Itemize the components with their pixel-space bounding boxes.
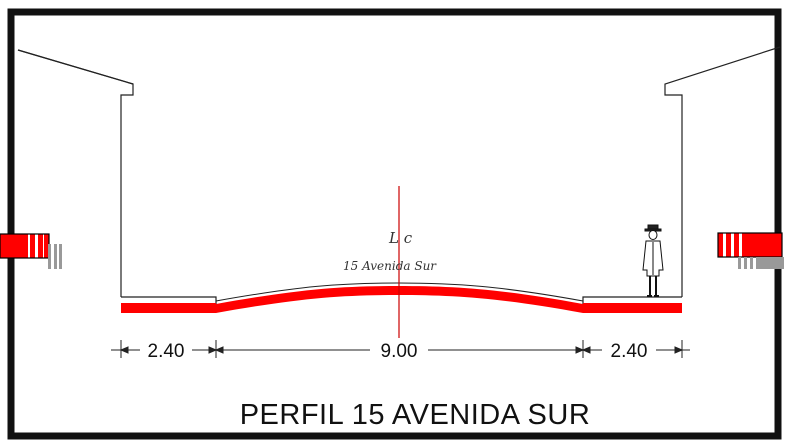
dim-left-sidewalk: 2.40 [148,341,185,362]
right-sidewalk-pavement [583,303,682,313]
right-building [664,46,781,297]
left-building [17,49,134,297]
dim-right-sidewalk: 2.40 [611,341,648,362]
dim-roadway: 9.00 [381,341,418,362]
pedestrian-icon [642,224,664,297]
roadway-top-line [215,282,584,302]
centerline-symbol: L c [388,229,413,247]
left-sidewalk-pavement [121,303,216,313]
roadway-pavement [216,286,583,313]
centerline-street-name: 15 Avenida Sur [343,259,437,273]
drawing-frame [7,8,782,440]
right-lot-marker [717,232,784,269]
drawing-title: PERFIL 15 AVENIDA SUR [240,399,591,431]
left-lot-marker [0,233,62,269]
